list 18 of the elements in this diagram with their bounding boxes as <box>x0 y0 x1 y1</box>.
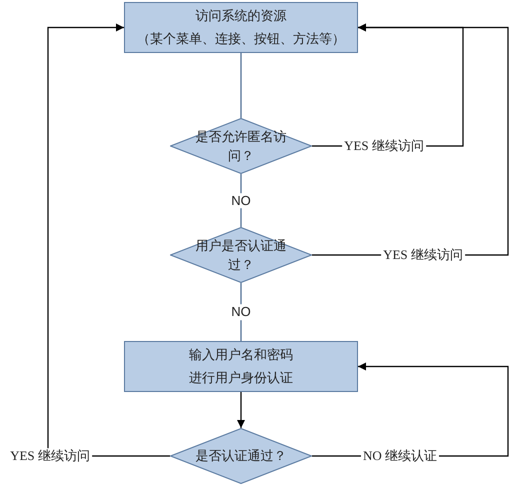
edge-label: NO 继续认证 <box>360 448 440 464</box>
edge-label: NO <box>229 304 253 320</box>
edge-label: NO <box>229 192 253 208</box>
box-heading: 访问系统的资源 <box>196 7 286 26</box>
decision-diamond: 用户是否认证通过？ <box>170 227 312 283</box>
arrow <box>47 24 170 457</box>
decision-diamond: 是否认证通过？ <box>170 428 312 484</box>
process-box: 输入用户名和密码进行用户身份认证 <box>124 341 358 392</box>
edge-label: YES 继续访问 <box>342 138 426 154</box>
box-text: （某个菜单、连接、按钮、方法等） <box>137 30 345 48</box>
edge-label: YES 继续访问 <box>8 448 92 464</box>
connector-line <box>240 53 242 118</box>
arrow <box>237 392 245 428</box>
process-box <box>124 2 358 53</box>
decision-diamond: 是否允许匿名访问？ <box>170 118 312 174</box>
connector-line <box>240 283 242 341</box>
connector-line <box>240 174 242 227</box>
edge-label: YES 继续访问 <box>381 247 465 263</box>
